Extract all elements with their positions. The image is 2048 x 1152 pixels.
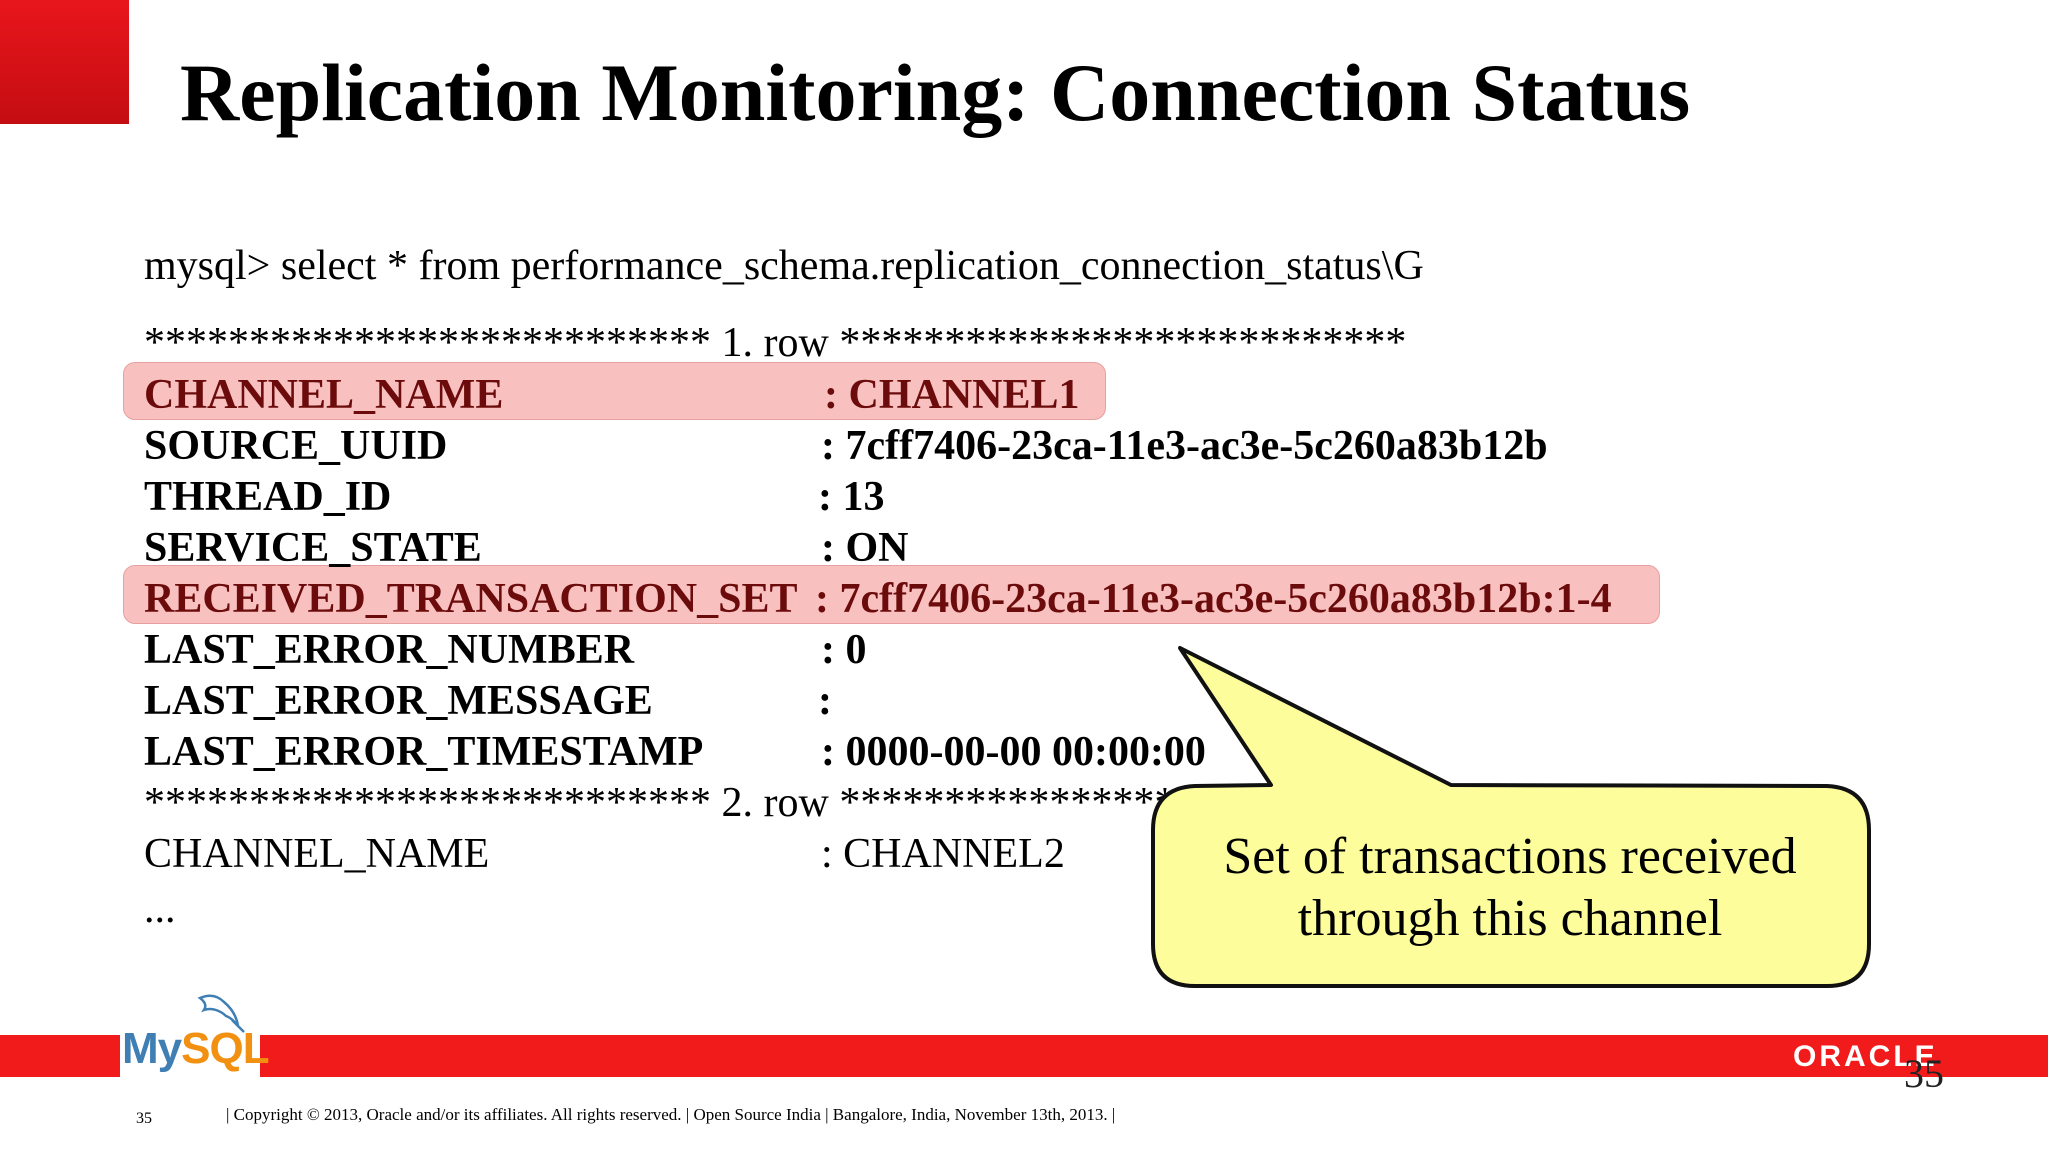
page-number-small: 35	[136, 1110, 152, 1127]
field-value: : CHANNEL1	[824, 372, 1080, 418]
slide-number: 35	[1904, 1051, 1944, 1096]
row1-separator: *************************** 1. row *****…	[144, 320, 1407, 366]
field-row-thread-id: THREAD_ID : 13	[144, 474, 885, 520]
field-name: SOURCE_UUID	[144, 423, 448, 469]
channel-name-highlight	[123, 362, 1106, 420]
field-name: RECEIVED_TRANSACTION_SET	[144, 576, 798, 622]
field-row-source-uuid: SOURCE_UUID : 7cff7406-23ca-11e3-ac3e-5c…	[144, 423, 1548, 469]
field-name: CHANNEL_NAME	[144, 372, 504, 418]
field-value: : 7cff7406-23ca-11e3-ac3e-5c260a83b12b	[821, 423, 1548, 469]
mysql-sql: SQL	[181, 1024, 269, 1073]
slide-title: Replication Monitoring: Connection Statu…	[180, 47, 1691, 138]
field-value: : 7cff7406-23ca-11e3-ac3e-5c260a83b12b:1…	[815, 576, 1612, 622]
oracle-logo: ORACLE	[1793, 1040, 1938, 1073]
field-name: CHANNEL_NAME	[144, 831, 490, 877]
field-row-channel-name: CHANNEL_NAME : CHANNEL1	[144, 372, 1080, 418]
field-name: LAST_ERROR_TIMESTAMP	[144, 729, 704, 775]
ellipsis: ...	[144, 886, 176, 932]
field-name: LAST_ERROR_MESSAGE	[144, 678, 653, 724]
field-row-last-error-number: LAST_ERROR_NUMBER : 0	[144, 627, 867, 673]
field-name: THREAD_ID	[144, 474, 392, 520]
corner-accent-block	[0, 0, 129, 124]
mysql-logo: MySQL	[120, 990, 270, 1080]
field-value: :	[818, 678, 832, 724]
field-name: SERVICE_STATE	[144, 525, 482, 571]
field-row-last-error-timestamp: LAST_ERROR_TIMESTAMP : 0000-00-00 00:00:…	[144, 729, 1206, 775]
field-row-received-transaction-set: RECEIVED_TRANSACTION_SET : 7cff7406-23ca…	[144, 576, 1612, 622]
sql-query: mysql> select * from performance_schema.…	[144, 243, 1424, 289]
dolphin-icon	[197, 994, 245, 1033]
mysql-wordmark: MySQL	[122, 1024, 270, 1074]
footer-bar	[0, 1035, 2048, 1077]
field-value: : 0000-00-00 00:00:00	[821, 729, 1206, 775]
field-row-last-error-message: LAST_ERROR_MESSAGE :	[144, 678, 832, 724]
field-value: : CHANNEL2	[821, 831, 1065, 877]
field-row-service-state: SERVICE_STATE : ON	[144, 525, 909, 571]
received-set-highlight	[123, 565, 1660, 624]
callout-text: Set of transactions received through thi…	[1223, 828, 1797, 947]
field-value: : ON	[821, 525, 909, 571]
field-name: LAST_ERROR_NUMBER	[144, 627, 635, 673]
mysql-my: My	[122, 1024, 182, 1073]
field-value: : 13	[818, 474, 885, 520]
copyright-notice: | Copyright © 2013, Oracle and/or its af…	[226, 1105, 1116, 1124]
field-row-channel-name-2: CHANNEL_NAME : CHANNEL2	[144, 831, 1065, 877]
field-value: : 0	[821, 627, 867, 673]
